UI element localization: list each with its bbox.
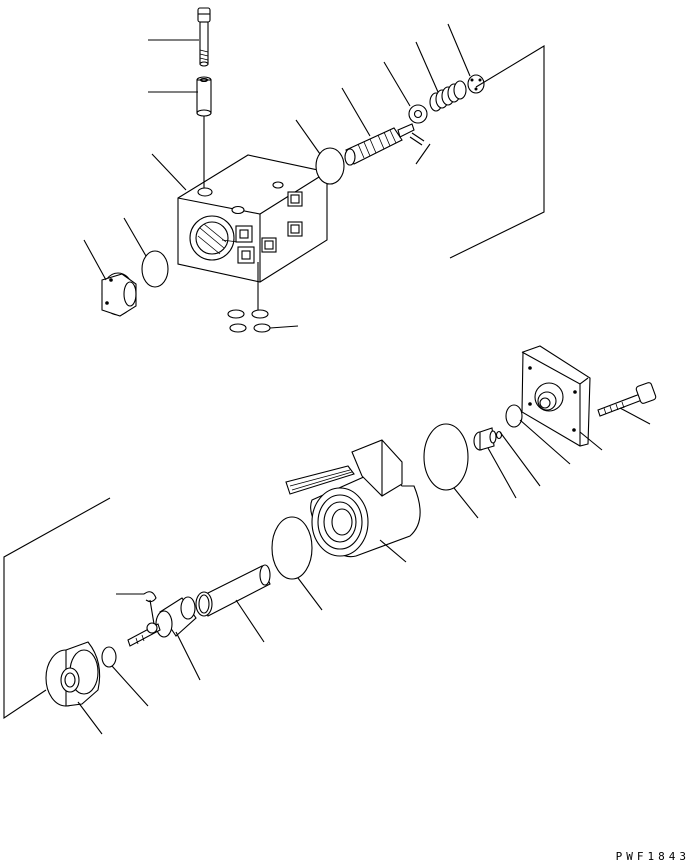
part-pin <box>409 132 425 146</box>
part-end-plate-upper <box>467 74 485 94</box>
part-spring <box>429 80 467 112</box>
bracket-line-lower <box>3 497 111 720</box>
part-oring-small <box>505 404 523 428</box>
part-oring-lower <box>101 646 117 668</box>
part-solenoid-coil <box>285 439 421 558</box>
part-plunger-stub <box>473 427 503 451</box>
part-plug-left <box>101 272 137 317</box>
part-armature <box>127 596 197 647</box>
part-washer <box>408 104 428 124</box>
part-bolt-lower <box>597 382 657 417</box>
part-nut <box>45 641 101 707</box>
leader-lines <box>77 23 651 735</box>
drawing-code: PWF1843 <box>615 850 690 863</box>
part-clip <box>143 591 157 625</box>
part-spool <box>344 123 415 166</box>
part-small-orings <box>227 262 271 333</box>
part-tube <box>195 564 271 617</box>
part-oring-left <box>141 250 169 288</box>
part-valve-block <box>177 116 328 283</box>
part-sleeve <box>196 76 212 117</box>
part-bolt-upper <box>197 7 211 67</box>
part-oring-large <box>423 423 469 491</box>
part-oring-middle <box>271 516 313 580</box>
part-oring-upper <box>315 147 345 185</box>
bracket-line-upper <box>449 45 545 259</box>
